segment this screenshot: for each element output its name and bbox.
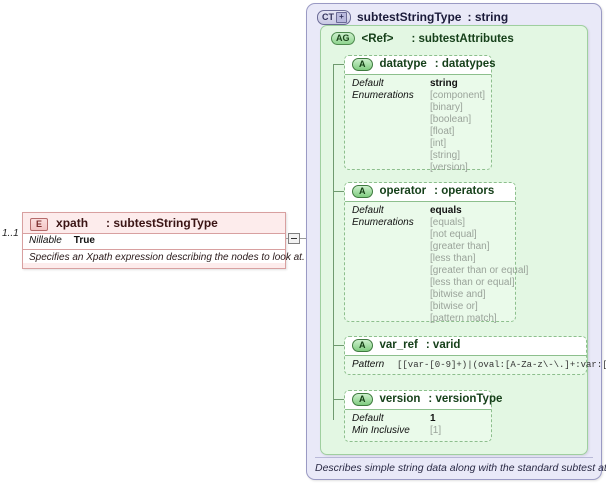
attributegroup-title: AG <Ref> : subtestAttributes [331, 32, 514, 45]
enumerations-row: Enumerations [component] [352, 90, 491, 102]
enumerations-list: [not equal] [greater than] [less than] [… [430, 229, 529, 325]
attributegroup-ref-label: <Ref> [361, 32, 394, 45]
enumeration-item: [bitwise or] [430, 301, 478, 312]
enumeration-item: [pattern match] [430, 313, 497, 324]
nillable-label: Nillable [29, 235, 62, 246]
attribute-operator-name: operator [379, 185, 427, 198]
attribute-badge-icon: A [352, 185, 373, 198]
default-label: Default [352, 78, 384, 89]
element-nillable-row: Nillable True [23, 234, 285, 250]
default-label: Default [352, 413, 384, 424]
enumeration-item: [version] [430, 162, 468, 173]
complextype-title: CT+ subtestStringType : string [317, 10, 509, 26]
enumeration-item: [not equal] [430, 229, 477, 240]
attribute-operator-body: Default equals Enumerations [equals] [no… [345, 202, 529, 328]
enumerations-label: Enumerations [352, 90, 414, 101]
default-row: Default 1 [352, 413, 491, 425]
enumeration-item: [string] [430, 150, 461, 161]
enumeration-item: [float] [430, 126, 455, 137]
element-description: Specifies an Xpath expression describing… [23, 250, 305, 263]
cardinality-label: 1..1 [2, 228, 19, 239]
element-name: xpath [56, 216, 89, 230]
attribute-version-body: Default 1 Min Inclusive [1] [345, 410, 491, 440]
enumeration-item: [boolean] [430, 114, 472, 125]
enumeration-item: [component] [430, 90, 486, 101]
enumeration-item: [bitwise and] [430, 289, 486, 300]
default-value: string [430, 78, 458, 89]
attribute-datatype-name: datatype [379, 58, 427, 71]
default-value: 1 [430, 413, 436, 424]
enumeration-item: [binary] [430, 102, 463, 113]
complextype-badge-icon: CT+ [317, 10, 351, 26]
tree-branch-varref [333, 345, 344, 346]
element-badge-icon: E [30, 217, 49, 231]
tree-branch-datatype [333, 64, 344, 65]
default-row: Default equals [352, 205, 515, 217]
default-value: equals [430, 205, 462, 216]
min-inclusive-value: [1] [430, 425, 442, 436]
pattern-value: [[var-[0-9]+)|(oval:[A-Za-z\-\.]+:var:[1… [397, 360, 606, 370]
attributegroup-badge-icon: AG [331, 32, 355, 45]
pattern-row: Pattern [[var-[0-9]+)|(oval:[A-Za-z\-\.]… [352, 359, 606, 371]
attribute-badge-icon: A [352, 393, 373, 406]
enumerations-row: Enumerations [equals] [352, 217, 515, 229]
attribute-badge-icon: A [352, 339, 373, 352]
attribute-datatype-body: Default string Enumerations [component] … [345, 75, 491, 177]
enumerations-list: [binary] [boolean] [float] [int] [string… [430, 102, 491, 174]
enumeration-item: [less than or equal] [430, 277, 515, 288]
enumerations-label: Enumerations [352, 217, 414, 228]
attribute-varref-name: var_ref [379, 339, 418, 352]
attributegroup-name: : subtestAttributes [411, 32, 514, 45]
complextype-name: subtestStringType [357, 10, 462, 24]
tree-branch-operator [333, 191, 344, 192]
attribute-version-type: : versionType [428, 393, 503, 406]
collapse-toggle-icon[interactable] [288, 233, 300, 244]
enumeration-item: [greater than] [430, 241, 490, 252]
attribute-varref-body: Pattern [[var-[0-9]+)|(oval:[A-Za-z\-\.]… [345, 356, 606, 374]
default-label: Default [352, 205, 384, 216]
attribute-badge-icon: A [352, 58, 373, 71]
complextype-base: : string [467, 10, 509, 24]
tree-branch-version [333, 399, 344, 400]
enumeration-item: [int] [430, 138, 447, 149]
attribute-varref-type: : varid [425, 339, 461, 352]
attribute-version-name: version [379, 393, 421, 406]
nillable-value: True [73, 235, 95, 246]
attribute-operator-type: : operators [434, 185, 495, 198]
enumeration-item: [less than] [430, 253, 476, 264]
attribute-datatype-type: : datatypes [434, 58, 496, 71]
connector-segment-left [286, 238, 289, 239]
pattern-label: Pattern [352, 359, 385, 370]
tree-trunk-line [333, 64, 334, 420]
min-inclusive-label: Min Inclusive [352, 425, 410, 436]
enumeration-item: [equals] [430, 217, 466, 228]
complextype-footer-note: Describes simple string data along with … [315, 457, 606, 474]
default-row: Default string [352, 78, 491, 90]
min-inclusive-row: Min Inclusive [1] [352, 425, 491, 437]
enumeration-item: [greater than or equal] [430, 265, 529, 276]
element-type: : subtestStringType [106, 216, 218, 230]
